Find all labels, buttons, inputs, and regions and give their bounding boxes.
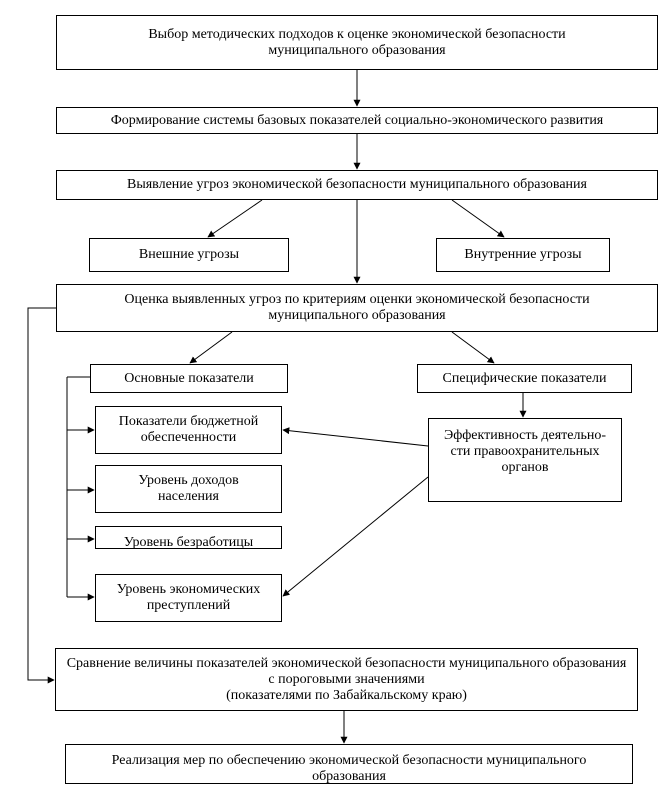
basic-indicators-box: Основные показатели	[90, 364, 288, 393]
step-evaluate-threats: Оценка выявленных угроз по критериям оце…	[56, 284, 658, 332]
step-select-methods: Выбор методических подходов к оценке эко…	[56, 15, 658, 70]
budget-indicators-box: Показатели бюджетной обеспеченности	[95, 406, 282, 454]
step-compare-thresholds-label: Сравнение величины показателей экономиче…	[66, 655, 627, 687]
law-enforcement-efficiency-box: Эффективность деятельно-сти правоохранит…	[428, 418, 622, 502]
economic-crimes-box: Уровень экономических преступлений	[95, 574, 282, 622]
step-base-indicators-label: Формирование системы базовых показателей…	[110, 112, 604, 128]
step-select-methods-label: Выбор методических подходов к оценке эко…	[148, 26, 566, 58]
income-level-box: Уровень доходов населения	[95, 465, 282, 513]
arrow-step4-specific	[451, 331, 495, 364]
internal-threats-box: Внутренние угрозы	[436, 238, 610, 272]
external-threats-box: Внешние угрозы	[89, 238, 289, 272]
step-evaluate-threats-label: Оценка выявленных угроз по критериям оце…	[124, 292, 590, 323]
unemployment-level-box: Уровень безработицы	[95, 526, 282, 549]
step-implement-measures: Реализация мер по обеспечению экономичес…	[65, 744, 633, 784]
external-threats-label: Внешние угрозы	[138, 247, 240, 262]
arrow-step4-step5-loop	[27, 307, 56, 684]
step-implement-measures-label: Реализация мер по обеспечению экономичес…	[111, 753, 587, 784]
internal-threats-label: Внутренние угрозы	[464, 247, 582, 262]
arrow-step3-external	[207, 199, 263, 238]
economic-crimes-label: Уровень экономических преступлений	[116, 582, 261, 613]
specific-indicators-label: Специфические показатели	[442, 370, 607, 386]
step-identify-threats-label: Выявление угроз экономической безопаснос…	[127, 177, 587, 192]
income-level-label: Уровень доходов населения	[138, 473, 239, 504]
arrow-step3-internal	[451, 199, 505, 238]
budget-indicators-label: Показатели бюджетной обеспеченности	[118, 414, 259, 445]
specific-indicators-box: Специфические показатели	[417, 364, 632, 393]
arrow-efficiency-budget	[282, 427, 429, 447]
step-compare-thresholds-note: (показателями по Забайкальскому краю)	[226, 687, 467, 703]
law-enforcement-efficiency-label: Эффективность деятельно-сти правоохранит…	[443, 428, 607, 475]
arrow-step4-basic	[189, 331, 233, 364]
step-identify-threats: Выявление угроз экономической безопаснос…	[56, 170, 658, 200]
unemployment-level-label: Уровень безработицы	[123, 535, 254, 549]
basic-indicators-label: Основные показатели	[124, 370, 254, 386]
step-base-indicators: Формирование системы базовых показателей…	[56, 107, 658, 134]
step-compare-thresholds: Сравнение величины показателей экономиче…	[55, 648, 638, 711]
arrow-efficiency-crimes	[282, 476, 429, 597]
